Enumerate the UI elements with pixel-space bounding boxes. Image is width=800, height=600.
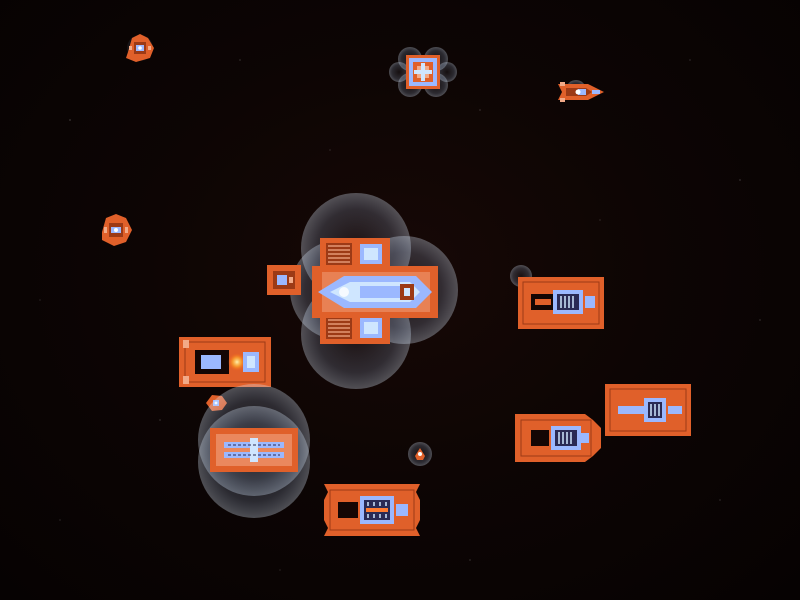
battle-frigate[interactable] <box>515 414 601 462</box>
escort-pod[interactable] <box>267 265 301 295</box>
destroyer[interactable] <box>324 484 420 536</box>
interceptor-fighter[interactable] <box>558 80 604 102</box>
shielded-station[interactable] <box>389 47 457 97</box>
gunship[interactable] <box>605 384 691 436</box>
star-field <box>39 59 761 571</box>
mini-probe[interactable] <box>408 442 432 466</box>
shielded-transport[interactable] <box>198 384 310 518</box>
patrol-drone[interactable] <box>102 214 132 246</box>
scout-drone[interactable] <box>126 34 154 62</box>
command-carrier[interactable] <box>290 193 458 389</box>
assault-frigate[interactable] <box>179 337 271 387</box>
heavy-cruiser[interactable] <box>510 265 604 329</box>
